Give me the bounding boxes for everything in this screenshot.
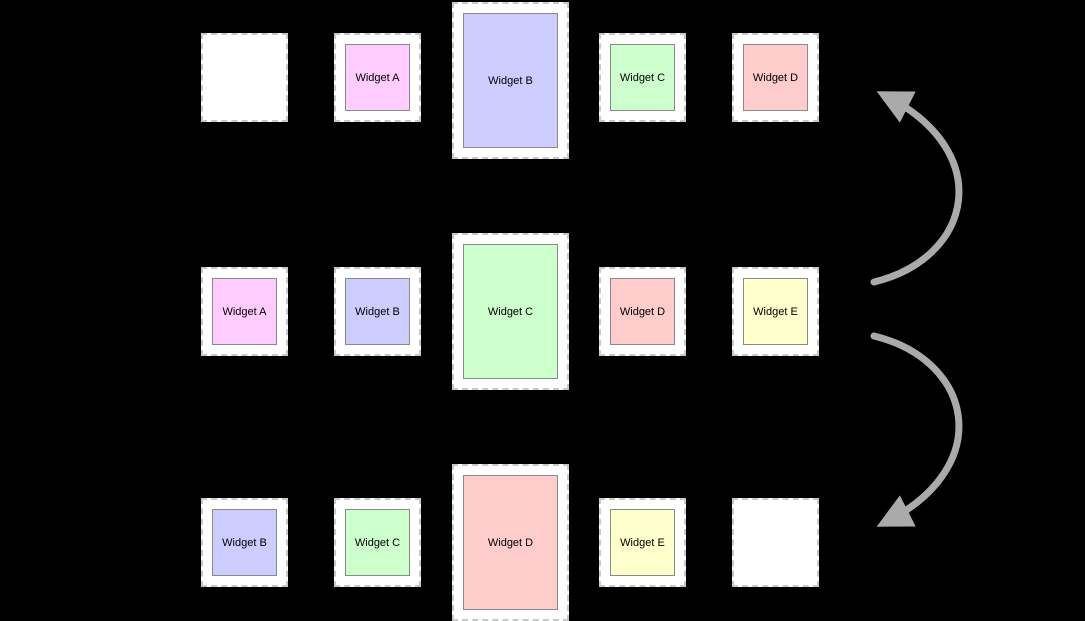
widget-card xyxy=(201,33,288,122)
widget-label: Widget E xyxy=(753,305,798,318)
widget-body: Widget E xyxy=(610,509,675,576)
widget-body: Widget D xyxy=(610,278,675,345)
widget-label: Widget B xyxy=(355,305,400,318)
widget-body: Widget C xyxy=(463,244,558,379)
widget-body: Widget B xyxy=(212,509,277,576)
widget-card: Widget B xyxy=(201,498,288,587)
widget-label: Widget C xyxy=(487,305,534,318)
widget-body: Widget C xyxy=(610,44,675,111)
widget-body xyxy=(743,509,808,576)
widget-card: Widget B xyxy=(334,267,421,356)
widget-label: Widget C xyxy=(619,71,666,84)
widget-label: Widget E xyxy=(620,536,665,549)
widget-label: Widget D xyxy=(752,71,799,84)
widget-label: Widget B xyxy=(488,74,533,87)
widget-card: Widget C xyxy=(334,498,421,587)
widget-body: Widget C xyxy=(345,509,410,576)
widget-label: Widget D xyxy=(487,536,534,549)
widget-body: Widget B xyxy=(345,278,410,345)
widget-label: Widget A xyxy=(355,71,400,84)
widget-body xyxy=(212,44,277,111)
arrow-down-icon xyxy=(870,332,963,527)
widget-card: Widget A xyxy=(201,267,288,356)
widget-body: Widget D xyxy=(743,44,808,111)
widget-label: Widget A xyxy=(222,305,267,318)
widget-body: Widget E xyxy=(743,278,808,345)
widget-body: Widget D xyxy=(463,475,558,610)
widget-label: Widget D xyxy=(619,305,666,318)
widget-label: Widget B xyxy=(222,536,267,549)
widget-card: Widget C xyxy=(452,233,569,390)
widget-card: Widget A xyxy=(334,33,421,122)
widget-body: Widget A xyxy=(345,44,410,111)
widget-card: Widget D xyxy=(452,464,569,621)
widget-body: Widget A xyxy=(212,278,277,345)
widget-card: Widget D xyxy=(732,33,819,122)
widget-label: Widget C xyxy=(354,536,401,549)
arrow-up-icon xyxy=(870,91,963,286)
widget-card: Widget C xyxy=(599,33,686,122)
widget-body: Widget B xyxy=(463,13,558,148)
widget-card: Widget E xyxy=(599,498,686,587)
widget-card xyxy=(732,498,819,587)
widget-card: Widget B xyxy=(452,2,569,159)
widget-card: Widget E xyxy=(732,267,819,356)
widget-card: Widget D xyxy=(599,267,686,356)
